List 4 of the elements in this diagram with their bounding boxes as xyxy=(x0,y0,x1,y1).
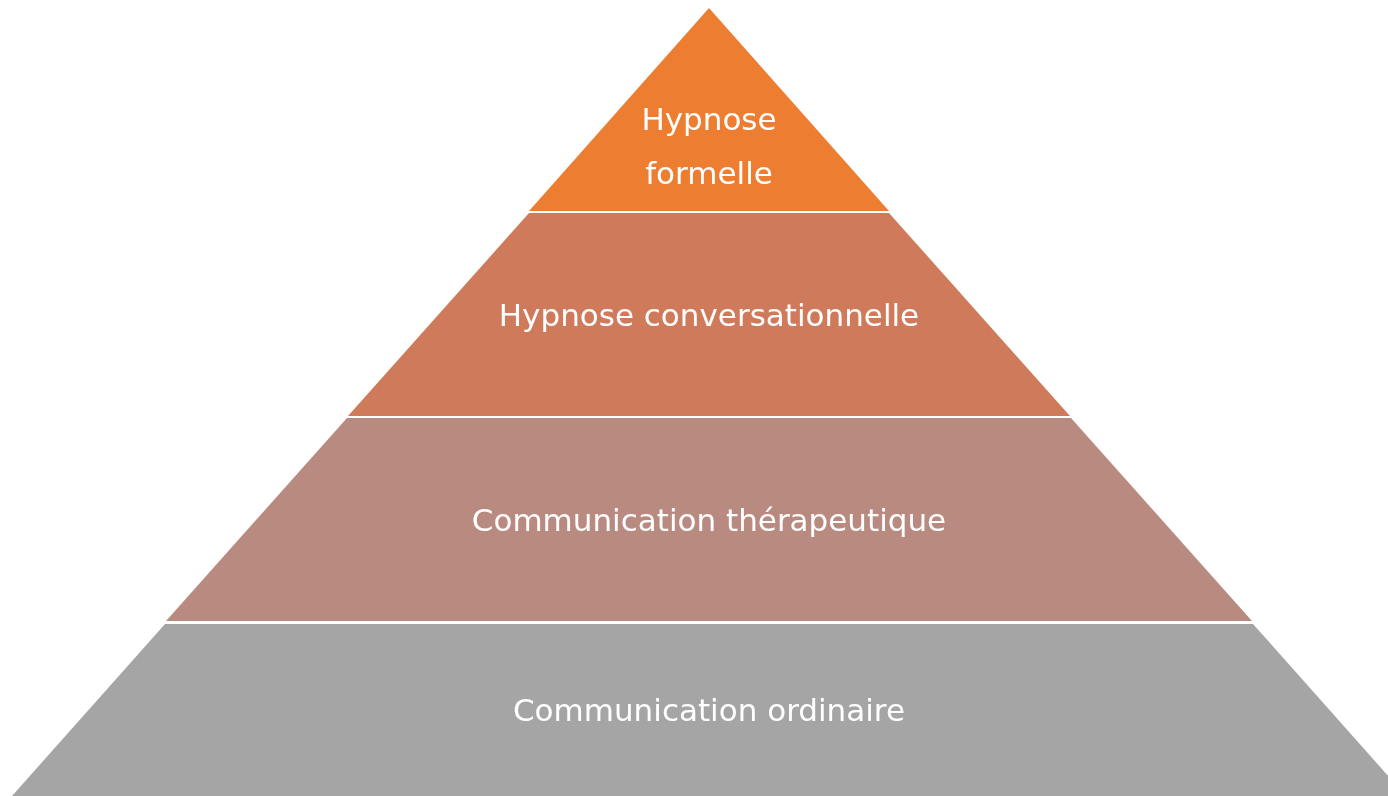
tier-label: Hypnose conversationnelle xyxy=(497,295,921,335)
tier-label: Hypnose formelle xyxy=(640,100,778,194)
tier-label: Communication thérapeutique xyxy=(470,500,948,540)
tier-label: Communication ordinaire xyxy=(511,691,906,730)
